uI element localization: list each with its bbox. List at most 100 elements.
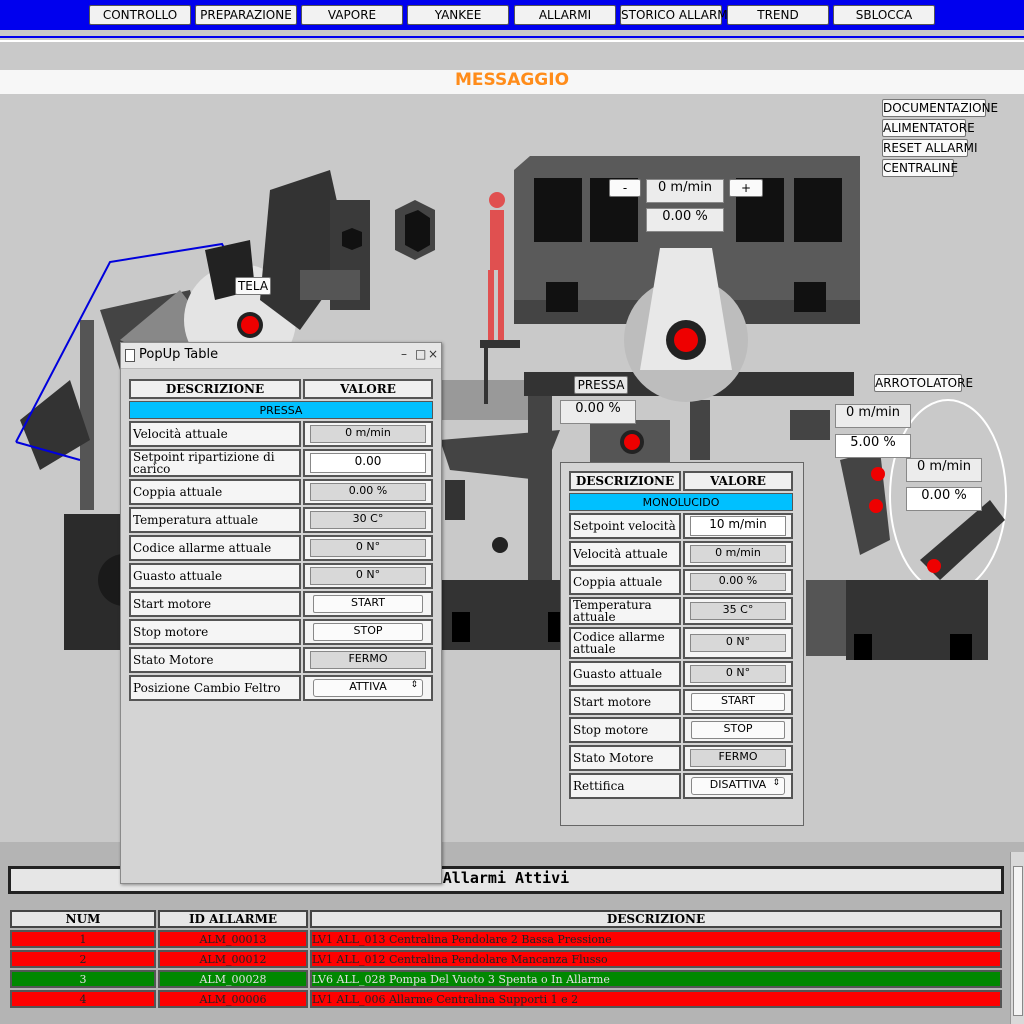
popup-title: PopUp Table <box>139 347 219 362</box>
yankee-speed-minus-button[interactable]: - <box>609 179 641 197</box>
monolucido-header-descrizione: DESCRIZIONE <box>569 471 681 491</box>
yankee-speed-plus-button[interactable]: + <box>729 179 763 197</box>
monolucido-table: DESCRIZIONE VALORE MONOLUCIDO Setpoint v… <box>567 469 795 801</box>
pressa-value: 0.00 % <box>310 483 426 501</box>
conveyor-wheel <box>492 537 508 553</box>
maximize-icon[interactable]: □ <box>415 347 427 361</box>
monolucido-label: Stop motore <box>569 717 681 743</box>
operator-head <box>489 192 505 208</box>
nav-button-yankee[interactable]: YANKEE <box>407 5 509 25</box>
pressa-button[interactable]: PRESSA <box>574 376 628 394</box>
alarm-area: Allarmi Attivi NUM ID ALLARME DESCRIZION… <box>0 842 1024 1024</box>
alarm-id-cell: ALM_00013 <box>158 930 308 948</box>
pressa-label: Start motore <box>129 591 301 617</box>
monolucido-label: Coppia attuale <box>569 569 681 595</box>
center-base-slot-2 <box>548 612 562 642</box>
pressa-cambio-feltro-select[interactable]: ATTIVA ⇕ <box>313 679 423 697</box>
tela-button[interactable]: TELA <box>235 277 271 295</box>
scrollbar-thumb[interactable] <box>1013 866 1023 1016</box>
arrotolatore-button[interactable]: ARROTOLATORE <box>874 374 974 392</box>
reel-arm-left <box>840 450 890 555</box>
reel-base-slot-2 <box>950 634 972 660</box>
left-post <box>80 320 94 510</box>
alarm-num-cell: 1 <box>10 930 156 948</box>
hex-nut-inner <box>405 210 430 252</box>
pressa-start-button[interactable]: START <box>313 595 423 613</box>
monolucido-label: Rettifica <box>569 773 681 799</box>
pressa-label: Setpoint ripartizione di carico <box>129 449 301 477</box>
popup-title-bar[interactable]: PopUp Table – □ × <box>121 343 441 369</box>
close-icon[interactable]: × <box>428 347 439 361</box>
arrotolatore-percent-1[interactable]: 5.00 % <box>835 434 911 458</box>
monolucido-rettifica-select[interactable]: DISATTIVA⇕ <box>691 777 785 795</box>
pressa-header-descrizione: DESCRIZIONE <box>129 379 301 399</box>
monolucido-label: Guasto attuale <box>569 661 681 687</box>
monolucido-label: Stato Motore <box>569 745 681 771</box>
pressa-stop-button[interactable]: STOP <box>313 623 423 641</box>
monolucido-label: Start motore <box>569 689 681 715</box>
pressa-section-title: PRESSA <box>129 401 433 419</box>
alarm-num-cell: 3 <box>10 970 156 988</box>
pressa-table: DESCRIZIONE VALORE PRESSA Velocità attua… <box>127 377 435 703</box>
documentazione-button[interactable]: DOCUMENTAZIONE <box>882 99 999 117</box>
monolucido-stop-button[interactable]: STOP <box>691 721 785 739</box>
alarm-header-num: NUM <box>10 910 156 928</box>
nav-button-allarmi[interactable]: ALLARMI <box>514 5 616 25</box>
alarm-num-cell: 2 <box>10 950 156 968</box>
arrotolatore-speed-1: 0 m/min <box>835 404 911 428</box>
monolucido-label: Velocità attuale <box>569 541 681 567</box>
tela-indicator-light <box>241 316 259 334</box>
monolucido-setpoint-input[interactable]: 10 m/min <box>690 516 786 536</box>
yankee-indicator-light <box>674 328 698 352</box>
reset-allarmi-button[interactable]: RESET ALLARMI <box>882 139 978 157</box>
minimize-icon[interactable]: – <box>401 347 407 361</box>
reel-connector <box>790 410 830 440</box>
top-navigation-bar: CONTROLLO PREPARAZIONE VAPORE YANKEE ALL… <box>0 0 1024 30</box>
nav-button-trend[interactable]: TREND <box>727 5 829 25</box>
centraline-button[interactable]: CENTRALINE <box>882 159 959 177</box>
document-icon <box>125 349 135 362</box>
pressa-header-valore: VALORE <box>303 379 433 399</box>
monolucido-label: Setpoint velocità <box>569 513 681 539</box>
pressa-cambio-feltro-value: ATTIVA <box>349 680 387 693</box>
operator-platform <box>480 340 520 348</box>
left-roll-arm <box>20 380 90 470</box>
yankee-section-drawing <box>480 156 860 404</box>
pressa-value: 0 N° <box>310 567 426 585</box>
pressa-label: Codice allarme attuale <box>129 535 301 561</box>
select-arrows-icon: ⇕ <box>410 680 418 690</box>
pressa-value: 30 C° <box>310 511 426 529</box>
pressa-setpoint-input[interactable]: 0.00 <box>310 453 426 473</box>
pressa-indicator-light <box>624 434 640 450</box>
monolucido-start-button[interactable]: START <box>691 693 785 711</box>
pressa-value: 0 N° <box>310 539 426 557</box>
alarm-scrollbar[interactable] <box>1010 852 1024 1024</box>
pressa-label: Velocità attuale <box>129 421 301 447</box>
nav-button-sblocca[interactable]: SBLOCCA <box>833 5 935 25</box>
center-base-slot-1 <box>452 612 470 642</box>
monolucido-rettifica-value: DISATTIVA <box>709 778 767 791</box>
nav-button-storico-allarmi[interactable]: STORICO ALLARMI <box>620 5 731 25</box>
pressa-label: Guasto attuale <box>129 563 301 589</box>
nav-button-vapore[interactable]: VAPORE <box>301 5 403 25</box>
reel-light-3 <box>927 559 941 573</box>
operator-body <box>490 210 504 270</box>
nav-button-preparazione[interactable]: PREPARAZIONE <box>195 5 297 25</box>
monolucido-value: 0 N° <box>690 665 786 683</box>
alimentatore-button[interactable]: ALIMENTATORE <box>882 119 975 137</box>
monolucido-value: 0 m/min <box>690 545 786 563</box>
reel-light-1 <box>871 467 885 481</box>
arrotolatore-percent-2[interactable]: 0.00 % <box>906 487 982 511</box>
monolucido-value: FERMO <box>690 749 786 767</box>
yankee-percent-value: 0.00 % <box>646 208 724 232</box>
nav-button-controllo[interactable]: CONTROLLO <box>89 5 191 25</box>
monolucido-label: Codice allarme attuale <box>569 627 681 659</box>
tela-drive <box>300 270 360 300</box>
alarm-id-cell: ALM_00012 <box>158 950 308 968</box>
pressa-label: Temperatura attuale <box>129 507 301 533</box>
pressa-label: Posizione Cambio Feltro <box>129 675 301 701</box>
